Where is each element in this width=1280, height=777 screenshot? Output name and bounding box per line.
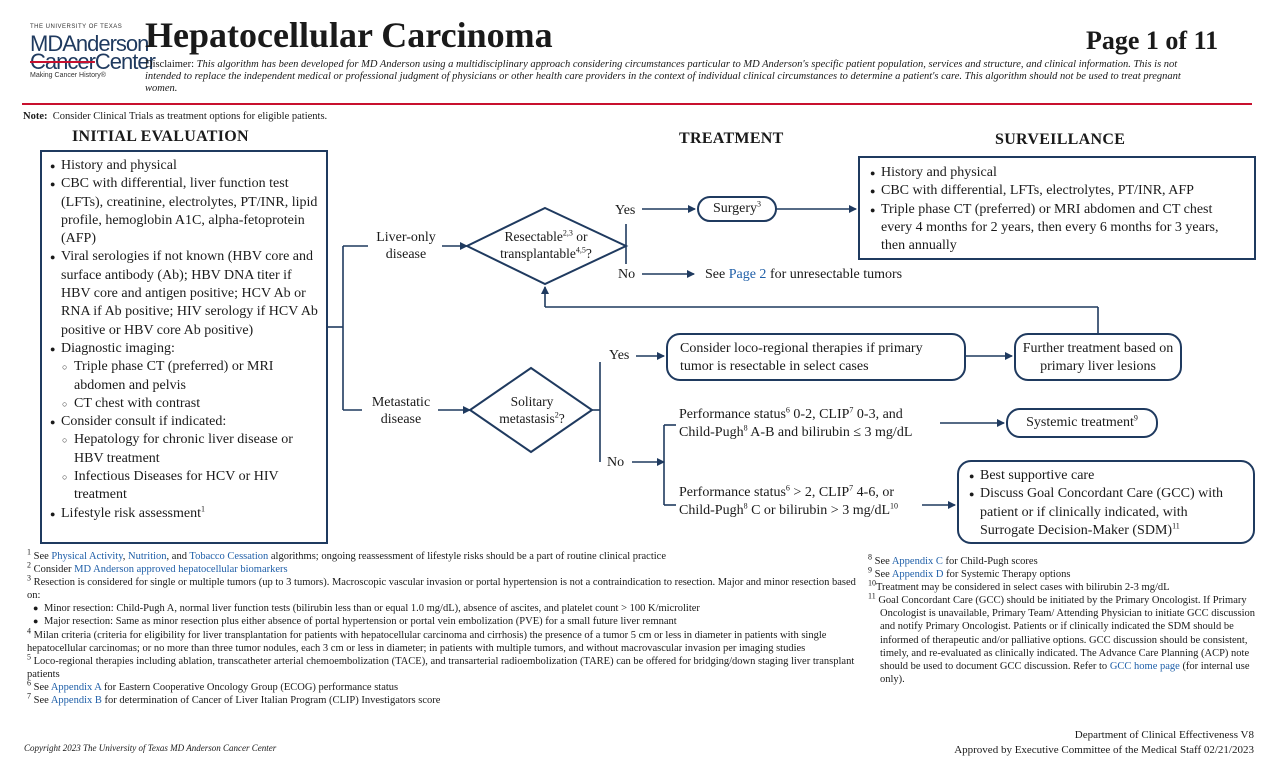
no-label-2: No bbox=[607, 455, 625, 470]
section-initial-evaluation: INITIAL EVALUATION bbox=[72, 128, 249, 145]
appendix-b-link[interactable]: Appendix B bbox=[50, 695, 102, 707]
page-2-link[interactable]: Page 2 bbox=[728, 267, 767, 282]
surveillance-box: History and physical CBC with differenti… bbox=[858, 156, 1256, 260]
list-item: Triple phase CT (preferred) or MRI abdom… bbox=[870, 201, 1246, 256]
list-item: Viral serologies if not known (HBV core … bbox=[50, 248, 320, 339]
header-divider bbox=[22, 103, 1252, 105]
physical-activity-link[interactable]: Physical Activity bbox=[51, 551, 123, 562]
logo-tagline: Making Cancer History® bbox=[30, 72, 106, 79]
footnote-8: 8 See Appendix C for Child-Pugh scores bbox=[868, 552, 1038, 567]
section-treatment: TREATMENT bbox=[679, 130, 784, 147]
list-item: CBC with differential, LFTs, electrolyte… bbox=[870, 182, 1246, 201]
no-label-1: No bbox=[618, 267, 636, 282]
systemic-treatment-box: Systemic treatment9 bbox=[1006, 408, 1158, 438]
list-item: CBC with differential, liver function te… bbox=[50, 175, 320, 248]
footnote-9: 9 See Appendix D for Systemic Therapy op… bbox=[868, 565, 1071, 581]
liver-only-disease-label: Liver-only disease bbox=[376, 230, 436, 262]
footnote-11: 11 Goal Concordant Care (GCC) should be … bbox=[868, 591, 1255, 685]
see-page-2-text: See Page 2 for unresectable tumors bbox=[705, 267, 903, 282]
logo-university-text: THE UNIVERSITY OF TEXAS bbox=[30, 24, 123, 30]
list-item: Consider consult if indicated: Hepatolog… bbox=[50, 413, 320, 504]
list-item: Major resection: Same as minor resection… bbox=[33, 615, 865, 628]
supportive-care-list: Best supportive care Discuss Goal Concor… bbox=[969, 467, 1245, 540]
yes-label-2: Yes bbox=[609, 348, 630, 363]
footnote-3: 3 Resection is considered for single or … bbox=[27, 573, 856, 602]
appendix-d-link[interactable]: Appendix D bbox=[891, 569, 944, 581]
footnote-7: 7 See Appendix B for determination of Ca… bbox=[27, 691, 441, 707]
section-surveillance: SURVEILLANCE bbox=[995, 131, 1126, 148]
list-item: Diagnostic imaging: Triple phase CT (pre… bbox=[50, 340, 320, 413]
loco-regional-box: Consider loco-regional therapies if prim… bbox=[666, 333, 966, 381]
tobacco-cessation-link[interactable]: Tobacco Cessation bbox=[189, 551, 269, 562]
department-version: Department of Clinical Effectiveness V8 bbox=[1074, 729, 1254, 741]
list-item: Lifestyle risk assessment1 bbox=[50, 504, 320, 523]
list-item: History and physical bbox=[870, 164, 1246, 183]
list-item: Infectious Diseases for HCV or HIV treat… bbox=[61, 468, 320, 505]
page-number: Page 1 of 11 bbox=[1086, 26, 1219, 55]
list-item: Minor resection: Child-Pugh A, normal li… bbox=[33, 602, 865, 615]
logo-mdanderson: MDAnderson bbox=[30, 31, 149, 56]
page-title: Hepatocellular Carcinoma bbox=[145, 15, 553, 55]
nutrition-link[interactable]: Nutrition bbox=[128, 551, 167, 562]
list-item: Best supportive care bbox=[969, 467, 1245, 486]
footnote-1: 1 See Physical Activity, Nutrition, and … bbox=[27, 547, 666, 562]
disclaimer: Disclaimer: This algorithm has been deve… bbox=[145, 59, 1181, 94]
note: Note: Consider Clinical Trials as treatm… bbox=[23, 111, 328, 122]
list-item: History and physical bbox=[50, 157, 320, 176]
surveillance-list: History and physical CBC with differenti… bbox=[870, 164, 1246, 255]
footnote-5: 5 Loco-regional therapies including abla… bbox=[27, 652, 855, 680]
footnotes-left: 1 See Physical Activity, Nutrition, and … bbox=[27, 547, 865, 707]
footnote-10: 10Treatment may be considered in select … bbox=[868, 578, 1170, 594]
appendix-a-link[interactable]: Appendix A bbox=[50, 681, 102, 693]
metastatic-disease-label: Metastatic disease bbox=[371, 395, 431, 427]
footnote-6: 6 See Appendix A for Eastern Cooperative… bbox=[27, 678, 399, 693]
further-treatment-box: Further treatment based on primary liver… bbox=[1014, 333, 1182, 381]
logo-cancer-center: CancerCenter bbox=[30, 49, 156, 74]
yes-label-1: Yes bbox=[615, 203, 636, 218]
approval-date: Approved by Executive Committee of the M… bbox=[954, 744, 1254, 756]
gcc-home-page-link[interactable]: GCC home page bbox=[1109, 660, 1180, 672]
initial-evaluation-box: History and physical CBC with differenti… bbox=[40, 150, 328, 544]
biomarkers-link[interactable]: MD Anderson approved hepatocellular biom… bbox=[74, 564, 288, 576]
best-supportive-care-box: Best supportive care Discuss Goal Concor… bbox=[957, 460, 1255, 544]
surgery-box: Surgery3 bbox=[697, 196, 777, 222]
list-item: CT chest with contrast bbox=[61, 395, 320, 414]
list-item: Hepatology for chronic liver disease or … bbox=[61, 431, 320, 468]
footnote-2: 2 Consider MD Anderson approved hepatoce… bbox=[27, 560, 288, 576]
footnote-4: 4 Milan criteria (criteria for eligibili… bbox=[27, 626, 827, 654]
initial-evaluation-list: History and physical CBC with differenti… bbox=[50, 157, 320, 523]
approval-block: Department of Clinical Effectiveness V8 … bbox=[900, 728, 1254, 758]
footnotes-right: 8 See Appendix C for Child-Pugh scores 9… bbox=[868, 552, 1260, 686]
list-item: Triple phase CT (preferred) or MRI abdom… bbox=[61, 358, 320, 395]
copyright: Copyright 2023 The University of Texas M… bbox=[24, 743, 277, 753]
list-item: Discuss Goal Concordant Care (GCC) with … bbox=[969, 485, 1245, 540]
appendix-c-link[interactable]: Appendix C bbox=[891, 556, 943, 567]
